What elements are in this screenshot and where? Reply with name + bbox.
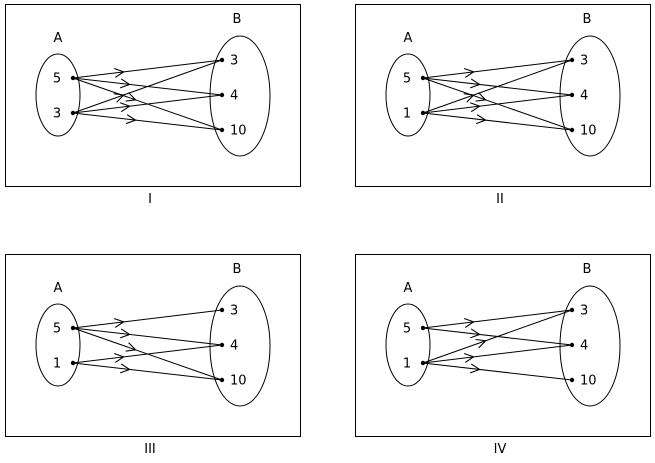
panel-caption: III: [144, 442, 156, 457]
set-a-element: 5: [53, 322, 61, 337]
mapping-arrow: [72, 59, 223, 79]
set-b-label: B: [583, 12, 592, 27]
panel-caption: IV: [494, 442, 507, 457]
set-a-label: A: [404, 281, 413, 296]
panel-frame: [355, 254, 651, 437]
mapping-arrow: [422, 59, 573, 114]
panel-caption: II: [496, 192, 504, 207]
set-b-element: 10: [230, 374, 247, 389]
mapping-arrow: [72, 112, 223, 131]
set-b-element: 4: [230, 339, 238, 354]
set-a-element: 1: [53, 357, 61, 372]
set-b-element: 10: [230, 124, 247, 139]
set-a-element: 1: [403, 357, 411, 372]
set-b-label: B: [233, 12, 242, 27]
set-b-element: 4: [580, 339, 588, 354]
diagram-panel-1: A B 5 3 3 4 10I: [5, 4, 301, 207]
mapping-arrow: [422, 59, 573, 79]
mapping-arrow: [422, 344, 573, 364]
set-b-element: 3: [580, 54, 588, 69]
set-a-ellipse: [385, 303, 431, 387]
set-b-label: B: [583, 262, 592, 277]
set-a-element: 5: [403, 322, 411, 337]
set-a-ellipse: [385, 53, 431, 137]
mapping-arrow: [422, 94, 573, 114]
set-b-element: 10: [580, 374, 597, 389]
set-a-element: 5: [403, 72, 411, 87]
mapping-arrow: [422, 309, 573, 364]
mapping-arrow: [72, 94, 223, 114]
mapping-arrow: [422, 309, 573, 329]
set-a-element: 5: [53, 72, 61, 87]
mapping-arrow: [422, 112, 573, 131]
set-b-label: B: [233, 262, 242, 277]
panel-caption: I: [148, 192, 152, 207]
panel-frame: [5, 4, 301, 187]
set-b-element: 3: [230, 304, 238, 319]
set-b-element: 4: [580, 89, 588, 104]
panel-frame: [355, 4, 651, 187]
set-a-label: A: [54, 281, 63, 296]
set-a-ellipse: [35, 53, 81, 137]
set-a-label: A: [54, 31, 63, 46]
set-a-ellipse: [35, 303, 81, 387]
set-b-element: 3: [230, 54, 238, 69]
mapping-arrow: [72, 327, 223, 346]
panel-frame: [5, 254, 301, 437]
mapping-arrow: [72, 59, 223, 114]
set-b-element: 4: [230, 89, 238, 104]
set-a-label: A: [404, 31, 413, 46]
mapping-arrow: [72, 362, 223, 381]
set-a-element: 3: [53, 107, 61, 122]
set-b-element: 3: [580, 304, 588, 319]
set-a-element: 1: [403, 107, 411, 122]
set-b-element: 10: [580, 124, 597, 139]
mapping-arrow: [422, 362, 573, 381]
mapping-arrow: [72, 309, 223, 329]
mapping-arrow: [72, 344, 223, 364]
